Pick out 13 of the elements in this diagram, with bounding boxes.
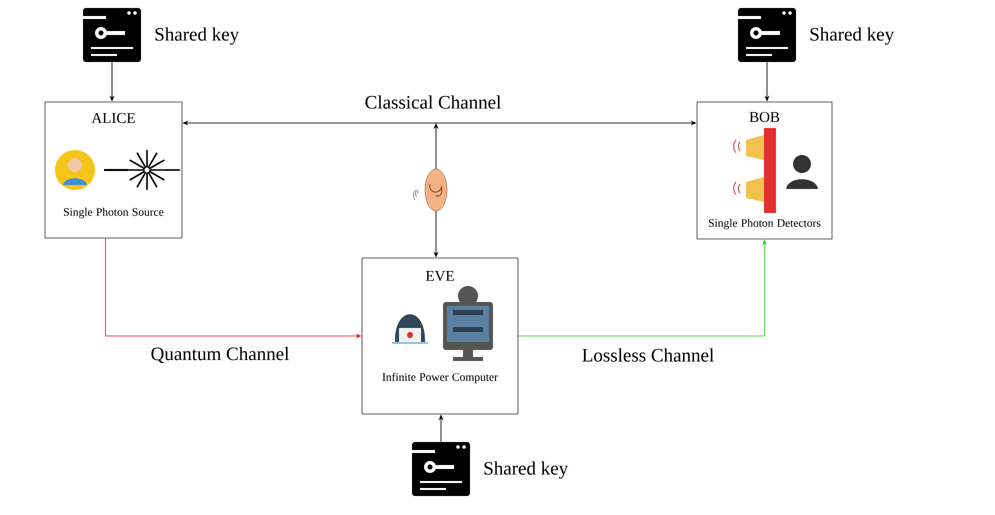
icon-label: Shared key bbox=[810, 27, 894, 45]
edge-label: Quantum Channel bbox=[150, 346, 290, 364]
key-icon bbox=[738, 8, 796, 62]
party-box: ALICE Single Photon Source bbox=[44, 102, 182, 238]
ear-icon bbox=[413, 168, 448, 212]
edge-label: Lossless Channel bbox=[580, 347, 716, 363]
icon-label: Shared key bbox=[484, 461, 568, 479]
icon-label: Shared key bbox=[155, 27, 240, 45]
key-icon bbox=[412, 442, 470, 496]
key-icon bbox=[83, 8, 141, 62]
party-box: BOB Single Photon Detectors bbox=[696, 102, 832, 240]
party-box: EVE Infinite Power Computer bbox=[362, 258, 518, 414]
edge-label: Classical Channel bbox=[364, 94, 502, 110]
